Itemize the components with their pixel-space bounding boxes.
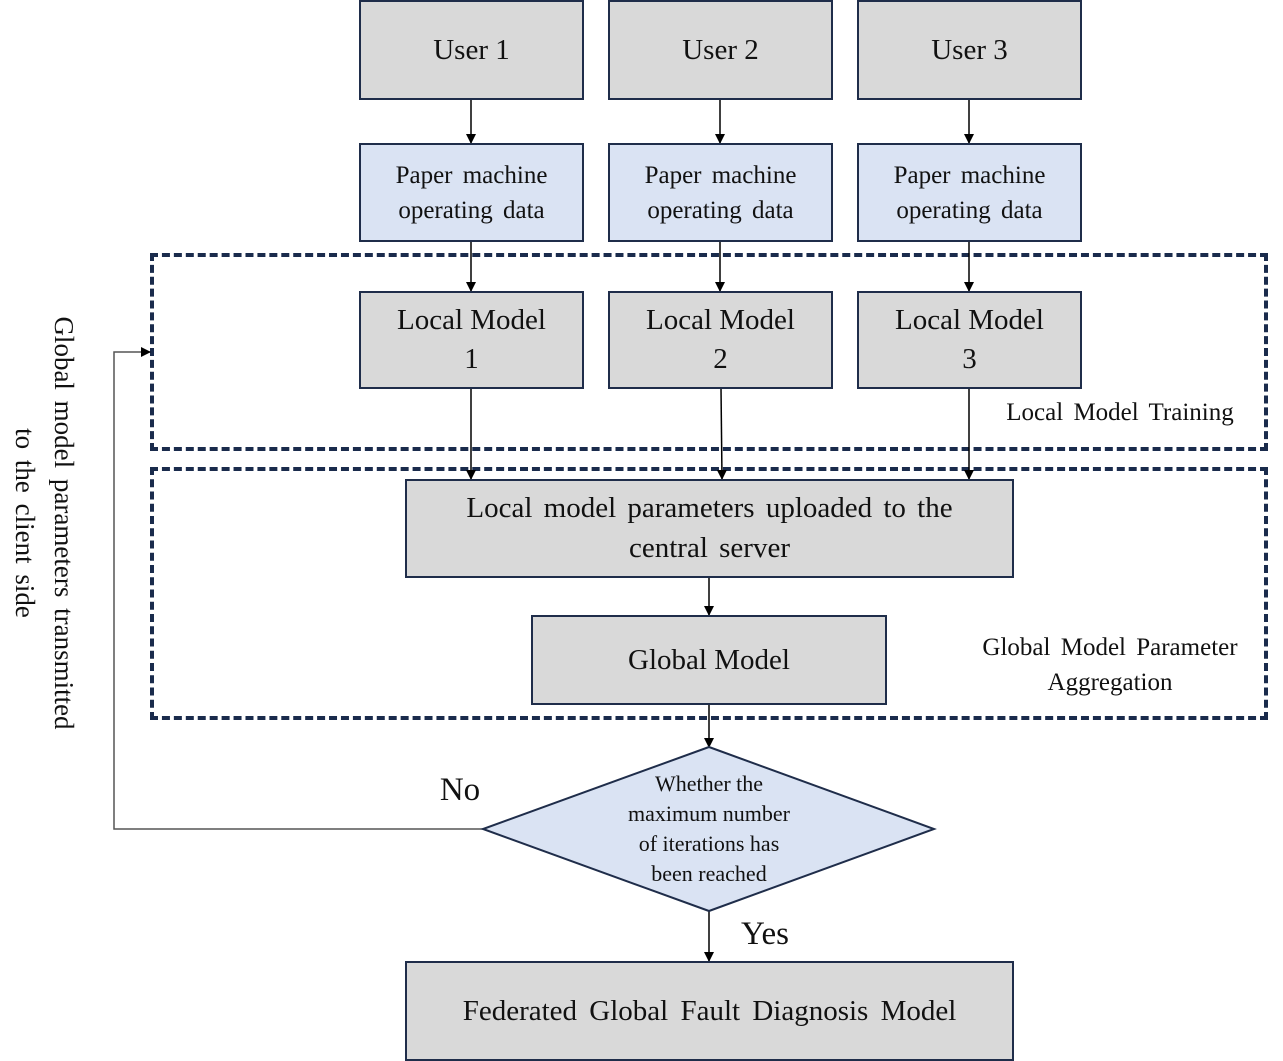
decision-text: Whether the maximum number of iterations… — [583, 769, 835, 890]
feedback-line-2: to the client side — [9, 428, 40, 618]
local-model-3-box: Local Model 3 — [857, 291, 1082, 389]
upload-line-2: central server — [629, 531, 790, 564]
decision-diamond — [480, 745, 937, 913]
local-training-label: Local Model Training — [1006, 399, 1234, 426]
model-line-2: 2 — [713, 343, 728, 375]
model-line-2: 3 — [962, 343, 977, 375]
final-model-box: Federated Global Fault Diagnosis Model — [405, 961, 1014, 1061]
user-1-box: User 1 — [359, 0, 584, 100]
model-line-1: Local Model — [646, 303, 795, 336]
data-line-1: Paper machine — [893, 161, 1046, 189]
feedback-arrow — [113, 347, 483, 830]
user-2-data-box: Paper machine operating data — [608, 143, 833, 242]
user-1-data-box: Paper machine operating data — [359, 143, 584, 242]
feedback-line-1: Global model parameters transmitted — [49, 316, 79, 730]
upload-parameters-box: Local model parameters uploaded to the c… — [405, 479, 1014, 578]
global-model-label: Global Model — [628, 643, 790, 676]
local-model-1-box: Local Model 1 — [359, 291, 584, 389]
data-line-1: Paper machine — [395, 161, 548, 189]
feedback-label: Global model parameters transmitted to t… — [3, 293, 83, 753]
branch-yes-label: Yes — [740, 916, 790, 952]
data-line-2: operating data — [398, 196, 545, 224]
data-line-1: Paper machine — [644, 161, 797, 189]
user-2-box: User 2 — [608, 0, 833, 100]
data-line-2: operating data — [647, 196, 794, 224]
user-3-box: User 3 — [857, 0, 1082, 100]
local-training-region — [150, 253, 1268, 451]
final-model-label: Federated Global Fault Diagnosis Model — [462, 994, 957, 1027]
decision-line-3: of iterations has — [638, 831, 780, 857]
user-1-label: User 1 — [433, 33, 510, 66]
user-2-label: User 2 — [682, 33, 759, 66]
label-line-1: Global Model Parameter — [982, 634, 1238, 661]
model-line-1: Local Model — [895, 303, 1044, 336]
data-line-2: operating data — [896, 196, 1043, 224]
local-model-2-box: Local Model 2 — [608, 291, 833, 389]
model-line-1: Local Model — [397, 303, 546, 336]
user-3-data-box: Paper machine operating data — [857, 143, 1082, 242]
global-aggregation-label: Global Model Parameter Aggregation — [960, 630, 1260, 700]
model-line-2: 1 — [464, 343, 479, 375]
decision-line-1: Whether the — [654, 771, 764, 796]
global-model-box: Global Model — [531, 615, 887, 705]
label-line-2: Aggregation — [1047, 669, 1173, 696]
user-3-label: User 3 — [931, 33, 1008, 66]
decision-line-2: maximum number — [628, 801, 790, 827]
upload-line-1: Local model parameters uploaded to the — [466, 492, 953, 525]
branch-no-label: No — [439, 772, 481, 808]
decision-line-4: been reached — [651, 861, 767, 887]
arrow-model2-upload — [716, 387, 727, 480]
